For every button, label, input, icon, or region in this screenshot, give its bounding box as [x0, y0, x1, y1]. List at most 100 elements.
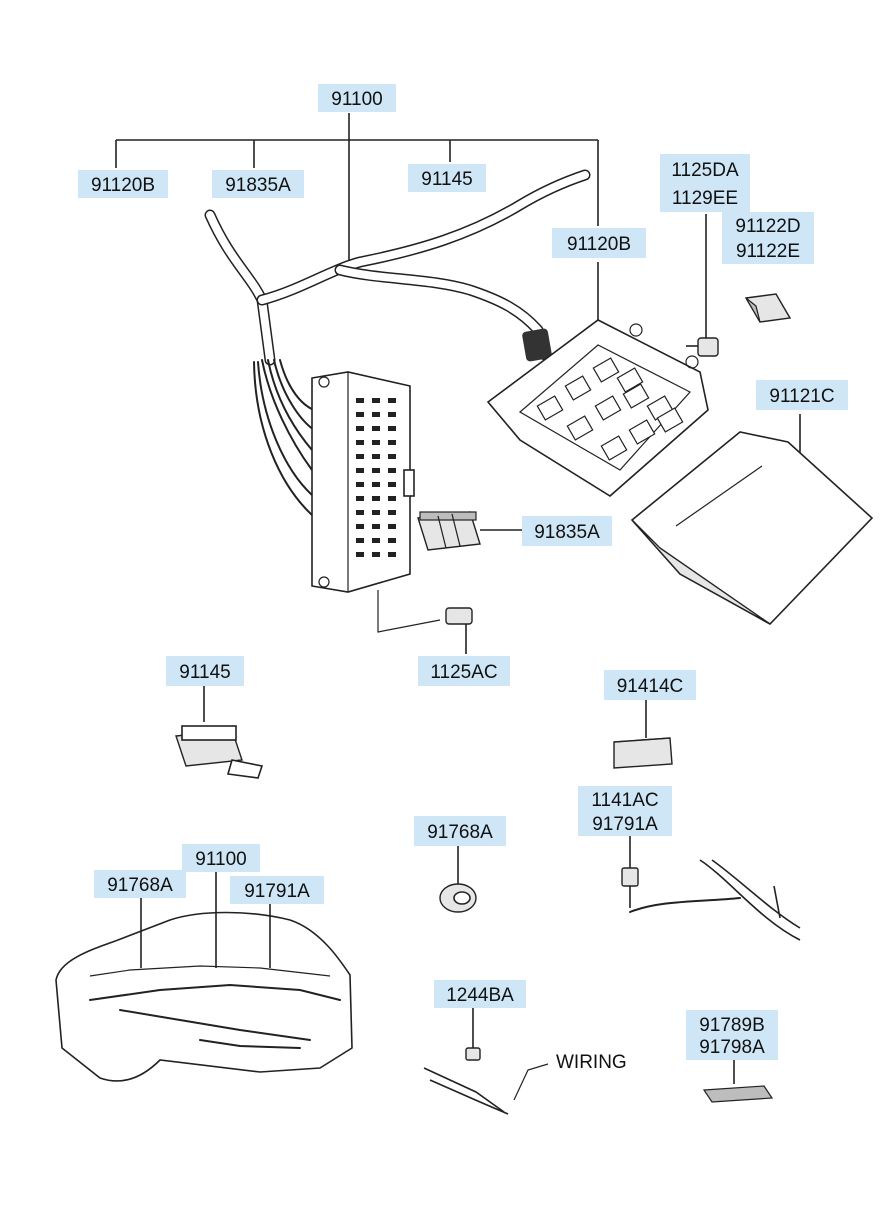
relay-socket: [656, 407, 684, 433]
block-91414C: [613, 698, 673, 769]
fuse-slot: [388, 398, 396, 403]
label-wiring: WIRING: [556, 1052, 627, 1073]
ground-bolt-1141AC: [621, 834, 801, 941]
svg-text:91791A: 91791A: [244, 881, 310, 902]
svg-text:1244BA: 1244BA: [446, 985, 514, 1006]
main-harness-leader-lines: [115, 113, 599, 326]
label-91414C: 91414C: [604, 670, 696, 700]
grommet-91768A: [439, 842, 477, 913]
svg-text:91414C: 91414C: [617, 676, 684, 697]
label-91835A-mid: 91835A: [522, 516, 612, 546]
label-91100-top: 91100: [318, 84, 396, 112]
fuse-slot: [388, 538, 396, 543]
svg-text:91798A: 91798A: [699, 1037, 765, 1058]
fuse-slot: [356, 440, 364, 445]
relay-91145: [175, 686, 264, 779]
fuse-slot: [356, 552, 364, 557]
fuse-slot: [356, 426, 364, 431]
fuse-slot: [388, 440, 396, 445]
clip-91122D: [744, 293, 792, 323]
fuse-slot: [388, 412, 396, 417]
svg-text:91789B: 91789B: [699, 1015, 765, 1036]
label-91100-car: 91100: [182, 844, 260, 872]
fuse-slot: [372, 524, 380, 529]
fuse-slot: [372, 510, 380, 515]
fuse-slot: [372, 426, 380, 431]
relay-socket: [594, 395, 622, 421]
label-91145-top: 91145: [408, 164, 486, 192]
svg-text:91768A: 91768A: [427, 822, 493, 843]
fuse-slot: [356, 468, 364, 473]
svg-text:WIRING: WIRING: [556, 1052, 627, 1073]
label-1244BA: 1244BA: [434, 980, 526, 1008]
svg-text:91100: 91100: [195, 849, 246, 870]
fuse-slot: [388, 454, 396, 459]
fuse-slot: [388, 524, 396, 529]
relay-socket: [616, 367, 644, 393]
svg-text:91768A: 91768A: [107, 875, 173, 896]
fuse-slot: [356, 496, 364, 501]
fuse-slot: [372, 454, 380, 459]
fuse-slot: [356, 482, 364, 487]
fuse-slot: [388, 552, 396, 557]
fuse-slot: [388, 496, 396, 501]
svg-text:91120B: 91120B: [567, 234, 631, 255]
fuse-slot: [372, 552, 380, 557]
label-1125AC: 1125AC: [418, 656, 510, 686]
label-91122D: 91122D 91122E: [722, 212, 814, 264]
relay-socket: [536, 395, 564, 421]
relay-socket: [628, 419, 656, 445]
fuse-slot: [388, 510, 396, 515]
svg-text:91122E: 91122E: [736, 241, 800, 262]
bolt-1125DA: [686, 214, 719, 357]
svg-text:91791A: 91791A: [592, 814, 658, 835]
label-91768A-mid: 91768A: [414, 816, 506, 846]
fuse-slot: [372, 440, 380, 445]
fuse-slot: [372, 538, 380, 543]
label-91791A-car: 91791A: [230, 876, 324, 904]
clip-1244BA: [423, 1008, 549, 1115]
relay-socket: [592, 357, 620, 383]
relay-socket: [622, 383, 650, 409]
fuse-slot: [388, 426, 396, 431]
fuse-slot: [372, 468, 380, 473]
label-91789B: 91789B 91798A: [686, 1010, 778, 1060]
connector-91835A: [417, 511, 522, 551]
relay-box: [486, 319, 709, 497]
label-91121C: 91121C: [756, 380, 848, 410]
label-91768A-car: 91768A: [94, 870, 186, 898]
fuse-slot: [356, 538, 364, 543]
svg-text:1129EE: 1129EE: [672, 188, 738, 209]
relay-socket: [566, 415, 594, 441]
svg-text:91145: 91145: [179, 662, 230, 683]
relay-socket: [564, 375, 592, 401]
fuse-slot: [372, 412, 380, 417]
fuse-slot: [388, 468, 396, 473]
fuse-slot: [372, 398, 380, 403]
svg-text:91835A: 91835A: [225, 175, 291, 196]
label-91145-mid: 91145: [166, 656, 244, 686]
tape-91789B: [702, 1058, 774, 1103]
svg-text:1125AC: 1125AC: [430, 662, 497, 683]
svg-text:1125DA: 1125DA: [671, 160, 739, 181]
fuse-slot: [372, 482, 380, 487]
fuse-slot: [356, 510, 364, 515]
label-1141AC: 1141AC 91791A: [578, 786, 672, 836]
svg-text:91100: 91100: [331, 89, 382, 110]
svg-text:91122D: 91122D: [735, 216, 800, 237]
label-1125DA: 1125DA 1129EE: [660, 154, 750, 212]
svg-text:1141AC: 1141AC: [591, 790, 658, 811]
vehicle-harness-layout: [55, 872, 353, 1082]
svg-text:91835A: 91835A: [534, 522, 600, 543]
relay-box-cover: [630, 414, 874, 625]
fuse-slot: [388, 482, 396, 487]
svg-text:91145: 91145: [421, 169, 472, 190]
label-91120B-right: 91120B: [552, 228, 646, 258]
fuse-slot: [372, 496, 380, 501]
junction-fuse-block: [311, 371, 415, 593]
label-91835A-top: 91835A: [212, 170, 304, 198]
fuse-slot: [356, 398, 364, 403]
main-wiring-harness: [204, 169, 591, 516]
label-91120B-left: 91120B: [78, 170, 168, 198]
